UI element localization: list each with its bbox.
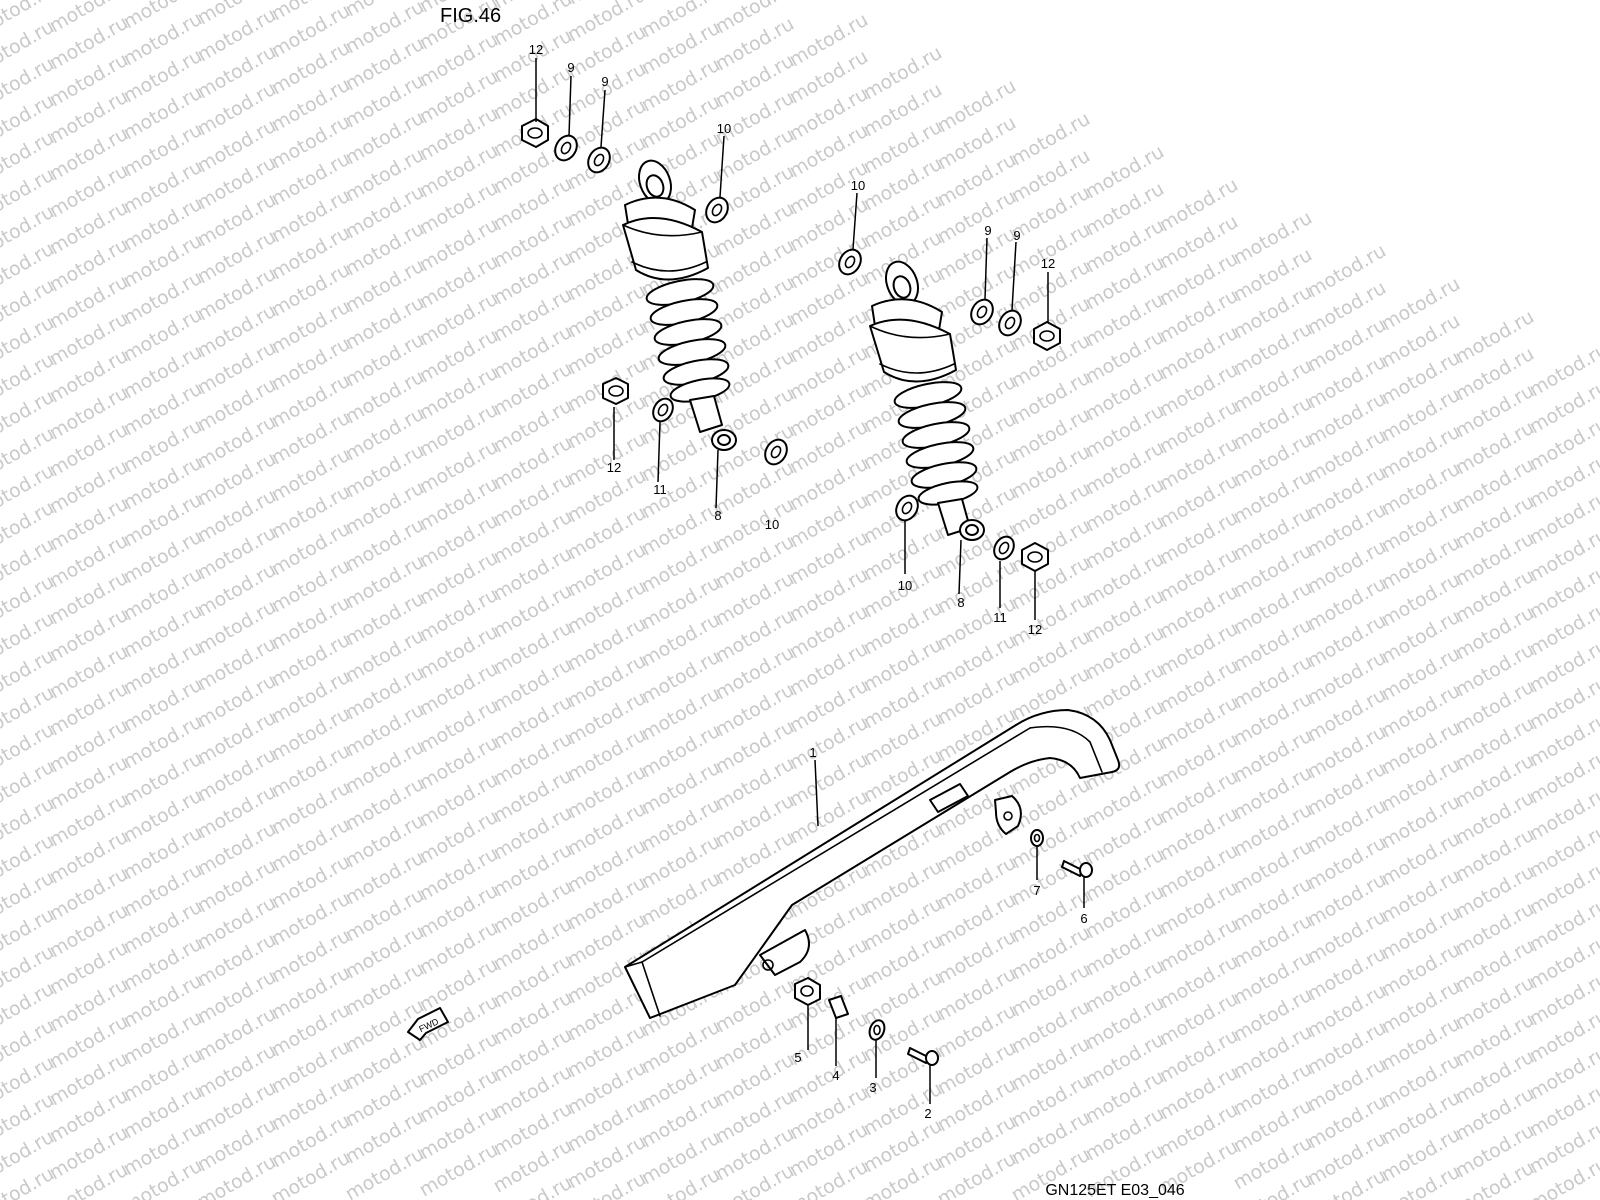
cap-nut-12-upper-left [521,118,549,148]
callout-9: 9 [601,74,608,89]
washer-3 [868,1019,886,1041]
washer-9-d [998,309,1022,337]
callout-4: 4 [832,1068,839,1083]
callout-9: 9 [567,60,574,75]
bolt-2 [907,1047,929,1064]
washer-9-b [587,146,611,174]
callout-labels: 12 9 9 10 12 11 8 10 10 9 9 12 10 8 11 1… [529,42,1088,1121]
washer-9-c [970,298,994,326]
washer-10-c [838,248,862,276]
bolt-6 [1061,860,1083,877]
callout-7: 7 [1033,883,1040,898]
forward-direction-arrow: FWD [407,1007,449,1041]
cap-nut-12-lower-left [602,377,629,405]
rear-shock-absorber-right [869,260,985,541]
chain-case-hardware [794,829,1093,1066]
callout-9: 9 [1013,228,1020,243]
callout-10: 10 [898,578,912,593]
callout-11: 11 [653,482,667,497]
callout-3: 3 [869,1080,876,1095]
callout-12: 12 [607,460,621,475]
callout-6: 6 [1080,911,1087,926]
washer-7 [1030,829,1044,847]
mount-hardware [521,118,1061,572]
cap-nut-12-upper-right [1033,321,1061,351]
callout-leaders [535,58,1085,1104]
washer-11-a [652,397,674,423]
callout-5: 5 [794,1050,801,1065]
callout-12: 12 [1041,256,1055,271]
callout-2: 2 [924,1106,931,1121]
cap-nut-12-lower-right [1021,542,1049,572]
callout-10: 10 [717,121,731,136]
callout-10: 10 [851,178,865,193]
washer-10-b [764,438,788,466]
spacer-4 [828,995,849,1019]
callout-8: 8 [714,508,721,523]
callout-12: 12 [529,42,543,57]
washer-10-d [895,494,919,522]
callout-8: 8 [957,595,964,610]
callout-11: 11 [993,610,1007,625]
washer-9-a [554,134,578,162]
drawing-code: GN125ET E03_046 [1045,1182,1184,1199]
chain-case [624,709,1121,1019]
figure-title: FIG.46 [440,5,501,27]
rubber-grommet-5 [794,977,821,1006]
callout-12: 12 [1028,622,1042,637]
washer-11-b [993,535,1015,561]
washer-10-a [705,196,729,224]
callout-9: 9 [984,223,991,238]
callout-1: 1 [809,745,816,760]
rear-shock-absorber-left [622,159,737,451]
callout-10: 10 [765,517,779,532]
